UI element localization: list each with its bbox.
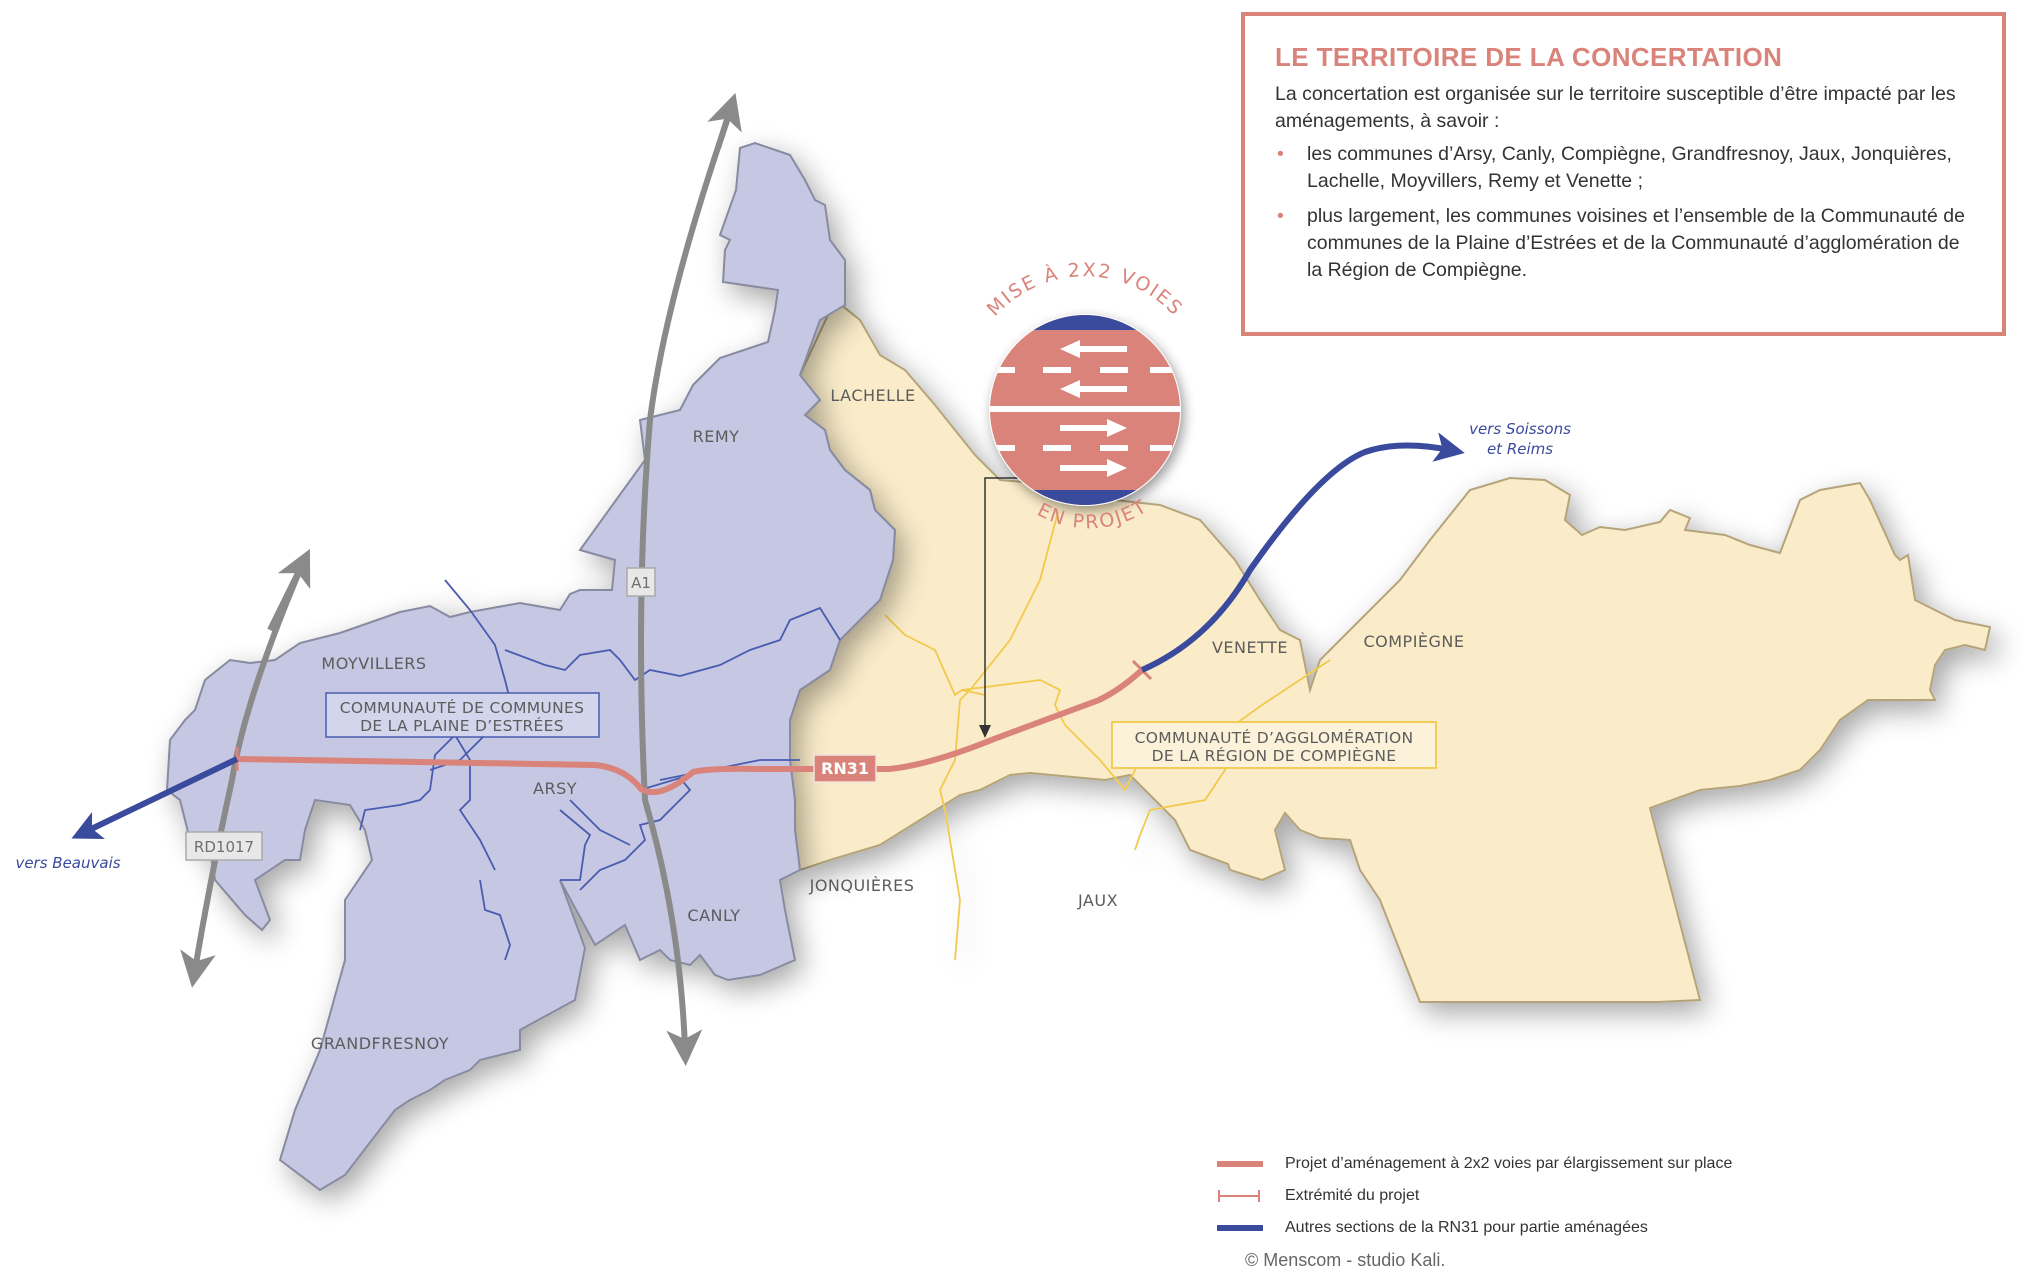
info-list-item-text: plus largement, les communes voisines et… bbox=[1307, 205, 1965, 281]
rn31-project-route: RN31 bbox=[234, 659, 1153, 796]
bullet-icon: • bbox=[1277, 143, 1284, 165]
arc-label-line1: COMMUNAUTÉ D’AGGLOMÉRATION bbox=[1135, 728, 1414, 747]
legend-item-project: Projet d’aménagement à 2x2 voies par éla… bbox=[1215, 1148, 1732, 1180]
arc-label-box: COMMUNAUTÉ D’AGGLOMÉRATION DE LA RÉGION … bbox=[1111, 721, 1437, 769]
info-list-item: • les communes d’Arsy, Canly, Compiègne,… bbox=[1275, 141, 1974, 195]
legend-label: Projet d’aménagement à 2x2 voies par éla… bbox=[1285, 1155, 1733, 1172]
legend-label: Autres sections de la RN31 pour partie a… bbox=[1285, 1219, 1648, 1236]
badge-top-band bbox=[990, 315, 1180, 330]
a1-highway: A1 bbox=[626, 92, 742, 1066]
info-box: LE TERRITOIRE DE LA CONCERTATION La conc… bbox=[1241, 12, 2006, 336]
a1-road-tag bbox=[626, 567, 656, 597]
legend-item-other-rn31: Autres sections de la RN31 pour partie a… bbox=[1215, 1212, 1732, 1244]
info-list: • les communes d’Arsy, Canly, Compiègne,… bbox=[1275, 141, 1974, 284]
arc-region bbox=[789, 298, 1992, 1003]
commune-lachelle: LACHELLE bbox=[830, 386, 915, 405]
other-rn31-line-icon bbox=[1217, 1225, 1263, 1231]
commune-labels: REMY LACHELLE MOYVILLERS ARSY CANLY GRAN… bbox=[311, 386, 1464, 1053]
direction-soissons-line1: vers Soissons bbox=[1469, 420, 1571, 438]
rd1017-road: RD1017 bbox=[180, 548, 311, 988]
info-list-item: • plus largement, les communes voisines … bbox=[1275, 203, 1974, 284]
arrow-right-icon bbox=[1060, 419, 1127, 437]
badge-top-text: MISE À 2X2 VOIES bbox=[983, 259, 1188, 320]
project-line-icon bbox=[1217, 1161, 1263, 1167]
commune-remy: REMY bbox=[693, 427, 740, 446]
rn31-label: RN31 bbox=[821, 759, 869, 778]
commune-canly: CANLY bbox=[687, 906, 740, 925]
rd1017-label: RD1017 bbox=[194, 838, 254, 856]
ccpe-label-line1: COMMUNAUTÉ DE COMMUNES bbox=[340, 698, 584, 717]
info-list-item-text: les communes d’Arsy, Canly, Compiègne, G… bbox=[1307, 143, 1952, 192]
project-end-icon bbox=[1218, 1190, 1260, 1202]
commune-jonquieres: JONQUIÈRES bbox=[809, 876, 915, 895]
rd1017-road-tag bbox=[185, 831, 263, 861]
ccpe-label-box: COMMUNAUTÉ DE COMMUNES DE LA PLAINE D’ES… bbox=[325, 692, 600, 738]
lane-arrows bbox=[1060, 340, 1127, 477]
commune-compiegne: COMPIÈGNE bbox=[1363, 632, 1464, 651]
commune-jaux: JAUX bbox=[1077, 891, 1118, 910]
rn31-other-sections bbox=[71, 432, 1465, 840]
direction-beauvais: vers Beauvais bbox=[15, 854, 120, 872]
badge-pointer-line bbox=[984, 477, 1018, 735]
commune-arsy: ARSY bbox=[533, 779, 577, 798]
arrow-left-icon bbox=[1060, 380, 1127, 398]
legend: Projet d’aménagement à 2x2 voies par éla… bbox=[1215, 1148, 1732, 1271]
arc-label-line2: DE LA RÉGION DE COMPIÈGNE bbox=[1152, 746, 1397, 765]
commune-grandfresnoy: GRANDFRESNOY bbox=[311, 1034, 449, 1053]
legend-item-project-end: Extrémité du projet bbox=[1215, 1180, 1732, 1212]
legend-label: Extrémité du projet bbox=[1285, 1187, 1420, 1204]
bullet-icon: • bbox=[1277, 205, 1284, 227]
a1-label: A1 bbox=[631, 574, 651, 592]
commune-moyvillers: MOYVILLERS bbox=[321, 654, 426, 673]
ccpe-commune-borders bbox=[359, 579, 841, 961]
credit: © Menscom - studio Kali. bbox=[1245, 1250, 1446, 1270]
commune-venette: VENETTE bbox=[1212, 638, 1288, 657]
arrow-left-icon bbox=[1060, 340, 1127, 358]
ccpe-label-line2: DE LA PLAINE D’ESTRÉES bbox=[360, 716, 564, 735]
lane-dashes bbox=[995, 367, 1172, 451]
arrow-right-icon bbox=[1060, 459, 1127, 477]
info-title: LE TERRITOIRE DE LA CONCERTATION bbox=[1275, 42, 1783, 72]
badge-pointer-arrowhead bbox=[979, 725, 991, 738]
ccpe-region bbox=[165, 141, 897, 1192]
info-intro: La concertation est organisée sur le ter… bbox=[1275, 83, 1956, 132]
rn31-tag bbox=[813, 754, 877, 783]
direction-soissons-line2: et Reims bbox=[1487, 440, 1553, 458]
